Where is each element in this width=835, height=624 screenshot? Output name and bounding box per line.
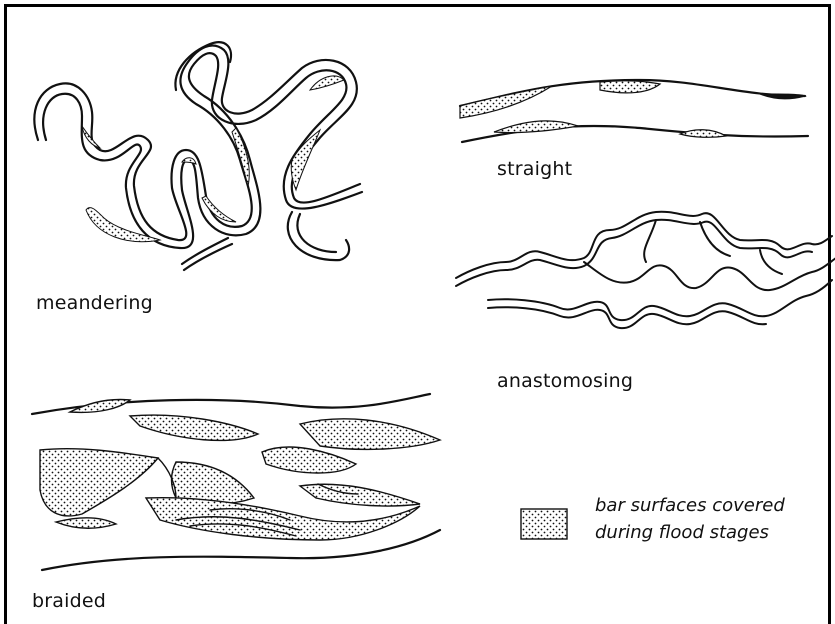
meandering-channel — [34, 42, 362, 270]
anastomosing-label: anastomosing — [497, 370, 633, 392]
legend-line-2: during flood stages — [595, 519, 785, 546]
meandering-label: meandering — [36, 292, 153, 314]
anastomosing-channels — [456, 212, 835, 328]
braided-label: braided — [32, 590, 106, 612]
straight-bars — [460, 81, 805, 138]
legend-swatch — [521, 509, 567, 539]
legend-line-1: bar surfaces covered — [595, 492, 785, 519]
legend-caption: bar surfaces covered during flood stages — [595, 492, 785, 546]
straight-label: straight — [497, 158, 572, 180]
